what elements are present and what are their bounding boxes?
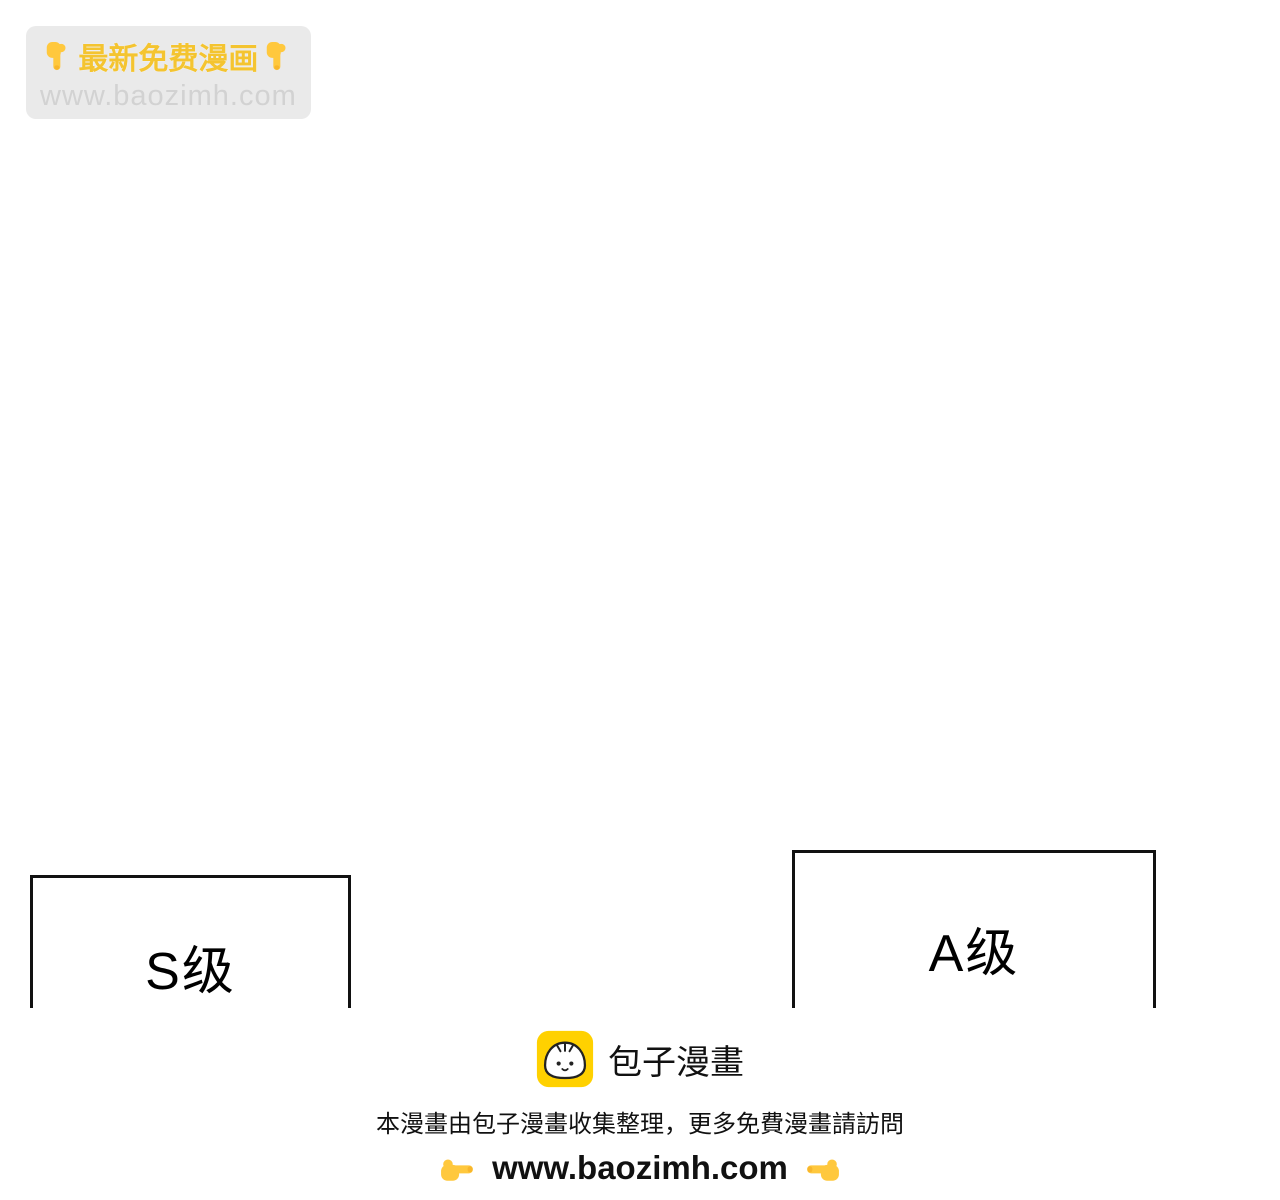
pointing-down-icon [263,41,293,71]
pointing-down-icon [43,41,73,71]
rank-label-a: A级 [928,924,1020,983]
footer: 包子漫畫 本漫畫由包子漫畫收集整理，更多免費漫畫請訪問 www.baozimh.… [0,1008,1280,1200]
pointing-left-icon [806,1151,840,1185]
baozi-logo-icon [536,1030,594,1088]
pointing-right-icon [440,1151,474,1185]
rank-label-s: S级 [145,942,236,1001]
watermark-title: 最新免费漫画 [78,43,259,76]
brand-name: 包子漫畫 [608,1043,744,1082]
watermark-title-row: 最新免费漫画 [40,34,297,78]
footer-url-row: www.baozimh.com [0,1149,1280,1187]
watermark-badge: 最新免费漫画 www.baozimh.com [26,26,311,119]
footer-notice: 本漫畫由包子漫畫收集整理，更多免費漫畫請訪問 [376,1111,904,1138]
brand-row: 包子漫畫 [0,1008,1280,1088]
watermark-url: www.baozimh.com [40,80,297,112]
footer-url: www.baozimh.com [492,1149,788,1186]
